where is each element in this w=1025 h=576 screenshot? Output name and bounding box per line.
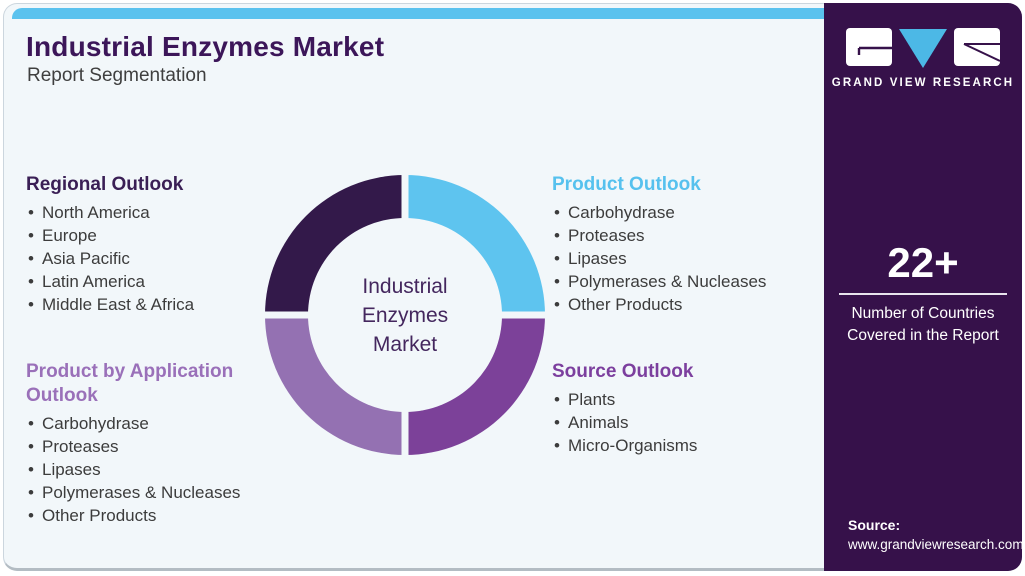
list-item: Carbohydrase [552, 201, 822, 224]
list-item: Middle East & Africa [26, 293, 266, 316]
logo-v-icon [899, 29, 947, 68]
logo-r-icon [954, 28, 1000, 66]
sidebar: GRAND VIEW RESEARCH 22+ Number of Countr… [824, 3, 1024, 571]
section-regional-outlook: Regional Outlook North America Europe As… [26, 173, 266, 316]
section-list: Carbohydrase Proteases Lipases Polymeras… [552, 201, 822, 316]
list-item: Carbohydrase [26, 412, 264, 435]
list-item: Lipases [26, 458, 264, 481]
source-url: www.grandviewresearch.com [848, 537, 1024, 552]
section-product-outlook: Product Outlook Carbohydrase Proteases L… [552, 173, 822, 316]
gvr-logo: GRAND VIEW RESEARCH [824, 28, 1022, 89]
logo-g-icon [846, 28, 892, 66]
list-item: Plants [552, 388, 802, 411]
donut-chart: Industrial Enzymes Market [260, 170, 550, 460]
section-heading: Product by Application Outlook [26, 361, 234, 406]
stat-label: Number of Countries [851, 305, 995, 322]
stat-label: Covered in the Report [847, 326, 999, 344]
logo-wordmark: GRAND VIEW RESEARCH [831, 77, 1015, 89]
page-title: Industrial Enzymes Market [26, 31, 385, 62]
stat-divider [839, 293, 1007, 295]
gvr-logo-marks [824, 28, 1022, 68]
list-item: Other Products [26, 504, 264, 527]
list-item: Proteases [26, 435, 264, 458]
section-heading: Source Outlook [552, 361, 694, 382]
list-item: North America [26, 201, 266, 224]
list-item: Polymerases & Nucleases [26, 481, 264, 504]
top-accent-bar [12, 8, 828, 19]
section-list: Carbohydrase Proteases Lipases Polymeras… [26, 412, 264, 527]
list-item: Proteases [552, 224, 822, 247]
list-item: Asia Pacific [26, 247, 266, 270]
list-item: Animals [552, 411, 802, 434]
donut-rings [260, 170, 550, 465]
section-heading: Product Outlook [552, 174, 701, 195]
section-list: North America Europe Asia Pacific Latin … [26, 201, 266, 316]
source-label: Source: [848, 517, 901, 533]
list-item: Polymerases & Nucleases [552, 270, 822, 293]
page-subtitle: Report Segmentation [27, 65, 207, 86]
stat-value: 22+ [887, 239, 959, 286]
list-item: Latin America [26, 270, 266, 293]
section-list: Plants Animals Micro-Organisms [552, 388, 802, 457]
list-item: Other Products [552, 293, 822, 316]
section-source-outlook: Source Outlook Plants Animals Micro-Orga… [552, 360, 802, 457]
countries-stat: 22+ Number of Countries Covered in the R… [824, 240, 1022, 346]
list-item: Lipases [552, 247, 822, 270]
list-item: Europe [26, 224, 266, 247]
section-heading: Regional Outlook [26, 174, 184, 195]
source-block: Source: www.grandviewresearch.com [848, 515, 1024, 554]
section-application-outlook: Product by Application Outlook Carbohydr… [26, 360, 264, 527]
list-item: Micro-Organisms [552, 434, 802, 457]
